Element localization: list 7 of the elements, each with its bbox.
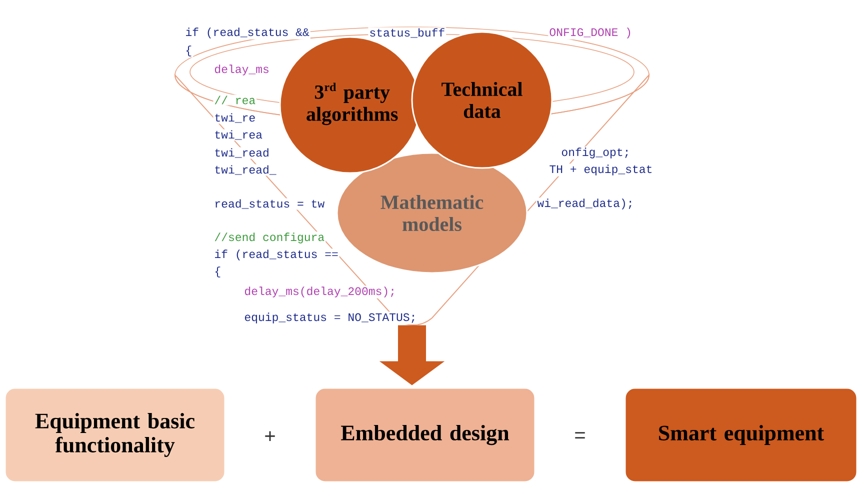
code-line: delay_ms <box>213 64 270 76</box>
process-box: Embedded design <box>314 387 536 483</box>
operator-sign: = <box>575 432 585 439</box>
process-box: Smart equipment <box>624 387 858 483</box>
process-box: Equipment basic functionality <box>4 387 226 483</box>
operator-sign: + <box>265 431 275 442</box>
code-line: { <box>213 266 222 278</box>
